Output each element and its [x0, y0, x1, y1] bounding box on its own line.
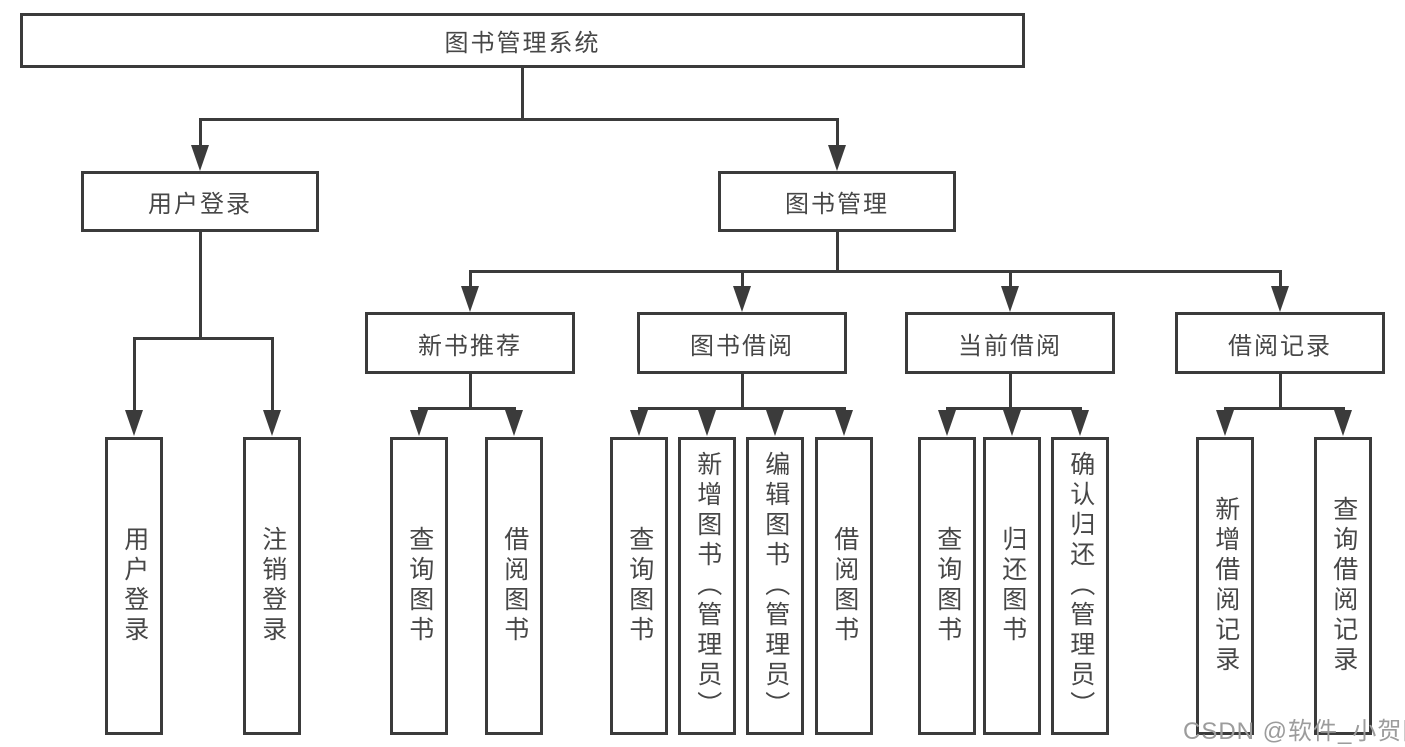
- leaf-user-login-label: 用户登录: [120, 526, 149, 646]
- node-borrowing-records: 借阅记录: [1175, 312, 1385, 374]
- arrow-down-icon: [263, 410, 281, 436]
- leaf-query-books-current-label: 查询图书: [933, 526, 962, 646]
- leaf-add-book-admin-label: 新增图书（管理员）: [693, 451, 722, 721]
- leaf-query-books-recommend: 查询图书: [390, 437, 448, 735]
- arrow-down-icon: [698, 410, 716, 436]
- arrow-down-icon: [1071, 410, 1089, 436]
- connector-line-h: [638, 407, 846, 410]
- connector-line-v: [1009, 374, 1012, 407]
- node-book-management: 图书管理: [718, 171, 956, 232]
- leaf-logout-label: 注销登录: [258, 526, 287, 646]
- leaf-query-books-borrowing-label: 查询图书: [625, 526, 654, 646]
- node-borrowing-records-label: 借阅记录: [1228, 332, 1332, 360]
- connector-line-v: [741, 270, 744, 286]
- leaf-return-books-label: 归还图书: [998, 526, 1027, 646]
- connector-line-v: [469, 374, 472, 407]
- arrow-down-icon: [1334, 410, 1352, 436]
- arrow-down-icon: [1001, 286, 1019, 312]
- node-root: 图书管理系统: [20, 13, 1025, 68]
- arrow-down-icon: [1271, 286, 1289, 312]
- connector-line-v: [199, 231, 202, 337]
- node-book-borrowing: 图书借阅: [637, 312, 847, 374]
- node-user-login: 用户登录: [81, 171, 319, 232]
- leaf-add-borrow-record: 新增借阅记录: [1196, 437, 1254, 735]
- leaf-query-books-recommend-label: 查询图书: [405, 526, 434, 646]
- node-new-book-recommendation-label: 新书推荐: [418, 332, 522, 360]
- leaf-borrow-books-recommend-label: 借阅图书: [500, 526, 529, 646]
- connector-line-h: [418, 407, 516, 410]
- connector-line-h: [133, 337, 274, 340]
- node-user-login-label: 用户登录: [148, 191, 252, 218]
- connector-line-v: [521, 68, 524, 118]
- csdn-watermark: CSDN @软件_小贺同学: [1183, 718, 1405, 745]
- connector-line-v: [1279, 270, 1282, 286]
- node-new-book-recommendation: 新书推荐: [365, 312, 575, 374]
- leaf-edit-book-admin-label: 编辑图书（管理员）: [761, 451, 790, 721]
- node-book-management-label: 图书管理: [785, 191, 889, 218]
- arrow-down-icon: [1216, 410, 1234, 436]
- connector-line-v: [1009, 270, 1012, 286]
- arrow-down-icon: [835, 410, 853, 436]
- connector-line-h: [1224, 407, 1345, 410]
- leaf-logout: 注销登录: [243, 437, 301, 735]
- leaf-add-borrow-record-label: 新增借阅记录: [1211, 496, 1240, 676]
- arrow-down-icon: [191, 145, 209, 171]
- connector-line-h: [469, 270, 1282, 273]
- connector-line-v: [836, 231, 839, 270]
- connector-line-v: [1279, 374, 1282, 407]
- arrow-down-icon: [410, 410, 428, 436]
- connector-line-v: [133, 337, 136, 410]
- connector-line-v: [741, 374, 744, 407]
- arrow-down-icon: [938, 410, 956, 436]
- connector-line-h: [199, 118, 839, 121]
- leaf-return-books: 归还图书: [983, 437, 1041, 735]
- node-root-label: 图书管理系统: [444, 30, 601, 57]
- leaf-borrow-books-borrowing-label: 借阅图书: [830, 526, 859, 646]
- leaf-query-borrow-record-label: 查询借阅记录: [1329, 496, 1358, 676]
- leaf-borrow-books-recommend: 借阅图书: [485, 437, 543, 735]
- leaf-query-books-current: 查询图书: [918, 437, 976, 735]
- leaf-confirm-return-admin-label: 确认归还（管理员）: [1066, 451, 1095, 721]
- node-book-borrowing-label: 图书借阅: [690, 332, 794, 360]
- connector-line-v: [271, 337, 274, 410]
- arrow-down-icon: [125, 410, 143, 436]
- node-current-borrowing-label: 当前借阅: [958, 332, 1062, 360]
- leaf-confirm-return-admin: 确认归还（管理员）: [1051, 437, 1109, 735]
- arrow-down-icon: [461, 286, 479, 312]
- leaf-query-books-borrowing: 查询图书: [610, 437, 668, 735]
- node-current-borrowing: 当前借阅: [905, 312, 1115, 374]
- leaf-borrow-books-borrowing: 借阅图书: [815, 437, 873, 735]
- leaf-user-login: 用户登录: [105, 437, 163, 735]
- leaf-edit-book-admin: 编辑图书（管理员）: [746, 437, 804, 735]
- arrow-down-icon: [733, 286, 751, 312]
- connector-line-h: [946, 407, 1082, 410]
- arrow-down-icon: [1003, 410, 1021, 436]
- connector-line-v: [199, 118, 202, 145]
- connector-line-v: [469, 270, 472, 286]
- leaf-add-book-admin: 新增图书（管理员）: [678, 437, 736, 735]
- connector-line-v: [836, 118, 839, 145]
- arrow-down-icon: [828, 145, 846, 171]
- leaf-query-borrow-record: 查询借阅记录: [1314, 437, 1372, 735]
- arrow-down-icon: [505, 410, 523, 436]
- arrow-down-icon: [766, 410, 784, 436]
- arrow-down-icon: [630, 410, 648, 436]
